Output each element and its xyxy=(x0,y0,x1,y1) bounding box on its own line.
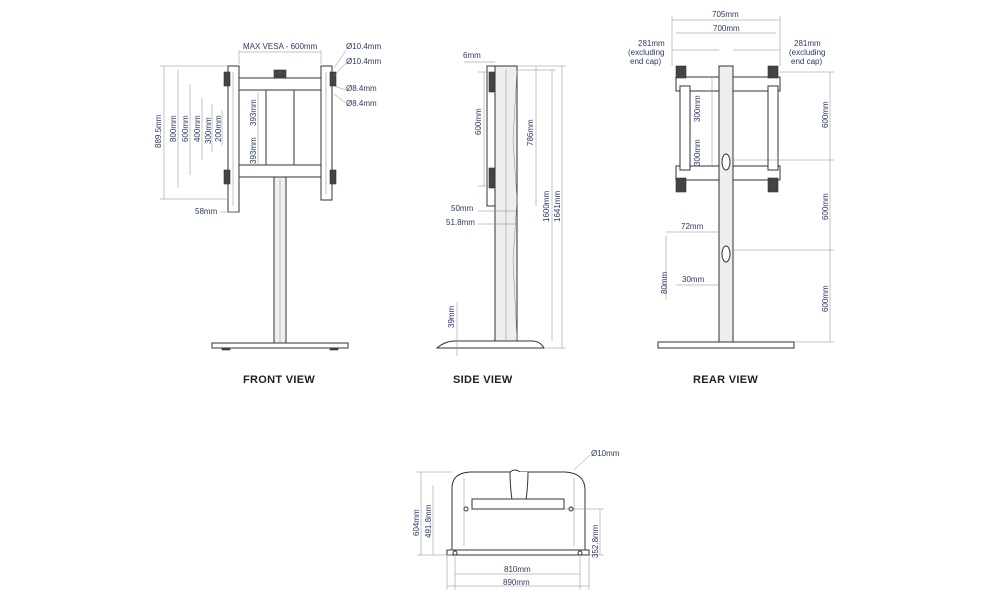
base-height-604: 604mm xyxy=(412,509,421,536)
rear-width-700: 700mm xyxy=(713,24,740,33)
front-height-400: 400mm xyxy=(193,115,202,142)
rear-view: 705mm 700mm 281mm (excluding end cap) 28… xyxy=(628,10,834,386)
base-height-491-8: 491.8mm xyxy=(424,504,433,538)
rear-281-right: 281mm xyxy=(794,39,821,48)
front-width-58: 58mm xyxy=(195,207,218,216)
front-center-plate xyxy=(265,89,295,166)
front-foot xyxy=(329,347,339,351)
base-hole xyxy=(577,550,583,556)
side-height-786: 786mm xyxy=(526,119,535,146)
base-plan-view: Ø10mm 604mm 491.8mm 352.8mm 810mm 890mm xyxy=(412,449,620,590)
rear-bracket xyxy=(767,177,779,193)
front-clamp xyxy=(329,71,337,87)
front-max-vesa-label: MAX VESA - 600mm xyxy=(243,42,318,51)
side-view-title: SIDE VIEW xyxy=(453,374,513,386)
base-bracket-plate xyxy=(471,498,565,510)
front-top-bracket xyxy=(273,69,287,79)
side-width-51-8: 51.8mm xyxy=(446,218,475,227)
rear-height-600-top: 600mm xyxy=(821,101,830,128)
front-foot xyxy=(221,347,231,351)
front-view: MAX VESA - 600mm Ø10.4mm Ø10.4mm Ø8.4mm … xyxy=(154,42,381,386)
side-height-1600: 1600mm xyxy=(542,191,551,222)
front-dia-label-2: Ø10.4mm xyxy=(346,57,381,66)
side-height-39: 39mm xyxy=(447,305,456,328)
front-height-393-top: 393mm xyxy=(249,99,258,126)
base-height-352-8: 352.8mm xyxy=(591,524,600,558)
side-width-6: 6mm xyxy=(463,51,481,60)
rear-base xyxy=(657,341,795,349)
front-left-rail xyxy=(227,65,240,213)
front-height-300: 300mm xyxy=(204,117,213,144)
front-clamp xyxy=(329,169,337,185)
base-width-810: 810mm xyxy=(504,565,531,574)
rear-bracket xyxy=(675,177,687,193)
side-bracket xyxy=(488,71,496,93)
rear-width-72: 72mm xyxy=(681,222,704,231)
side-height-1641: 1641mm xyxy=(553,191,562,222)
rear-width-30: 30mm xyxy=(682,275,705,284)
front-bottom-bar xyxy=(238,164,322,178)
front-height-600: 600mm xyxy=(181,115,190,142)
rear-right-upright xyxy=(767,85,779,171)
front-clamp xyxy=(223,169,231,185)
front-dia-label-1: Ø10.4mm xyxy=(346,42,381,51)
side-view: 6mm 600mm 786mm 1600mm 1641mm 50mm 51.8m… xyxy=(435,51,566,386)
front-dia-label-3: Ø8.4mm xyxy=(346,84,377,93)
front-rail-holes xyxy=(232,72,327,206)
rear-height-600-bottom: 600mm xyxy=(821,285,830,312)
rear-height-300-bottom: 300mm xyxy=(693,139,702,166)
front-height-800: 800mm xyxy=(169,115,178,142)
side-base xyxy=(435,340,545,349)
rear-width-705: 705mm xyxy=(712,10,739,19)
rear-281-left-note2: end cap) xyxy=(630,57,661,66)
base-hole xyxy=(452,550,458,556)
rear-height-300-top: 300mm xyxy=(693,95,702,122)
rear-281-right-note2: end cap) xyxy=(791,57,822,66)
base-dia-10: Ø10mm xyxy=(591,449,620,458)
rear-281-left-note1: (excluding xyxy=(628,48,664,57)
rear-bracket xyxy=(675,65,687,79)
front-base xyxy=(211,342,349,349)
rear-pole xyxy=(718,65,734,343)
front-view-title: FRONT VIEW xyxy=(243,374,315,386)
side-bracket xyxy=(488,167,496,189)
base-hole xyxy=(463,506,469,512)
rear-bracket xyxy=(767,65,779,79)
rear-281-right-note1: (excluding xyxy=(789,48,825,57)
side-height-600: 600mm xyxy=(474,108,483,135)
front-height-393-bottom: 393mm xyxy=(249,137,258,164)
front-clamp xyxy=(223,71,231,87)
side-width-50: 50mm xyxy=(451,204,474,213)
rear-281-left: 281mm xyxy=(638,39,665,48)
base-outline xyxy=(451,469,586,551)
rear-view-title: REAR VIEW xyxy=(693,374,758,386)
rear-left-upright xyxy=(679,85,691,171)
base-width-890: 890mm xyxy=(503,578,530,587)
base-pole-socket xyxy=(509,471,529,501)
rear-height-600-mid: 600mm xyxy=(821,193,830,220)
front-right-rail xyxy=(320,65,333,201)
rear-cable-port xyxy=(721,153,731,171)
base-bottom-edge xyxy=(446,549,590,556)
rear-cable-port xyxy=(721,245,731,263)
front-top-bar xyxy=(238,77,322,91)
rear-height-80: 80mm xyxy=(660,271,669,294)
front-dia-label-4: Ø8.4mm xyxy=(346,99,377,108)
front-height-200: 200mm xyxy=(214,115,223,142)
front-height-889: 889.5mm xyxy=(154,114,163,148)
